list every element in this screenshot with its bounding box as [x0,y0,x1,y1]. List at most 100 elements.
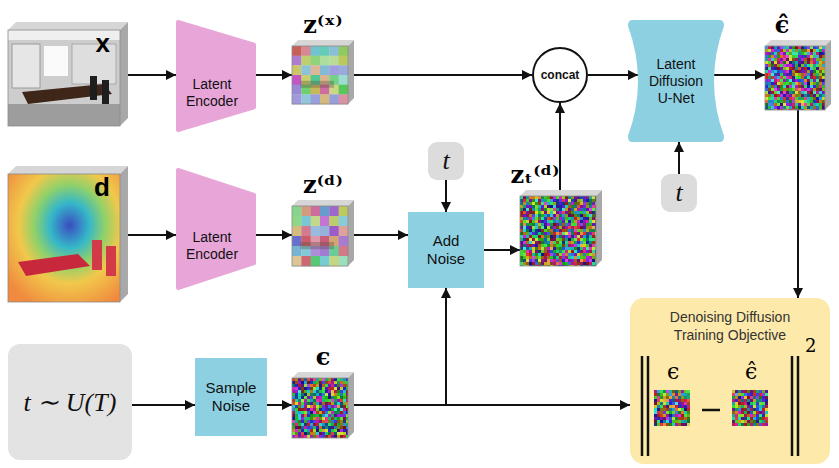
part-rect [807,103,810,106]
part-rect [774,85,777,88]
part-rect [765,61,768,64]
part-rect [795,79,798,82]
part-rect [571,241,574,244]
part-rect [771,73,774,76]
part-rect [523,208,526,211]
part-rect [301,94,311,104]
part-rect [565,262,568,265]
part-rect [813,76,816,79]
part-rect [559,241,562,244]
part-rect [343,420,346,423]
part-rect [819,70,822,73]
part-rect [538,253,541,256]
part-rect [777,55,780,58]
part-rect [795,67,798,70]
part-rect [771,70,774,73]
part-rect [577,226,580,229]
part-rect [529,199,532,202]
part-rect [744,423,747,426]
part-rect [295,390,298,393]
part-g [8,174,120,302]
part-rect [822,82,825,85]
part-rect [663,399,666,402]
part-rect [520,232,523,235]
part-rect [523,214,526,217]
part-rect [672,405,675,408]
part-g [732,390,768,426]
part-rect [768,97,771,100]
node-label: Latent Diffusion U-Net [644,56,708,107]
part-rect [343,411,346,414]
part-rect [804,76,807,79]
part-rect [565,247,568,250]
part-rect [580,259,583,262]
part-rect [798,76,801,79]
part-rect [571,253,574,256]
node-shape [292,372,354,438]
part-rect [529,259,532,262]
part-rect [316,432,319,435]
part-rect [565,226,568,229]
part-rect [292,46,302,56]
part-rect [316,411,319,414]
part-rect [316,423,319,426]
part-rect [819,52,822,55]
part-rect [298,390,301,393]
part-rect [292,94,302,104]
part-rect [657,420,660,423]
part-rect [304,417,307,420]
part-rect [340,429,343,432]
part-rect [756,414,759,417]
part-rect [325,393,328,396]
part-rect [819,58,822,61]
part-rect [320,216,330,226]
part-rect [666,411,669,414]
part-rect [553,229,556,232]
part-rect [819,85,822,88]
part-rect [298,387,301,390]
part-rect [580,214,583,217]
part-rect [340,423,343,426]
part-rect [678,414,681,417]
part-rect [765,399,768,402]
part-rect [298,417,301,420]
part-rect [320,206,330,216]
part-rect [343,417,346,420]
part-polygon [292,40,354,46]
part-rect [798,67,801,70]
part-rect [774,82,777,85]
part-rect [583,238,586,241]
part-rect [556,250,559,253]
part-rect [340,408,343,411]
part-rect [580,241,583,244]
part-rect [675,417,678,420]
part-rect [750,405,753,408]
part-rect [556,259,559,262]
part-rect [307,387,310,390]
part-rect [529,211,532,214]
part-rect [538,241,541,244]
part-rect [544,259,547,262]
part-rect [529,250,532,253]
part-rect [322,378,325,381]
part-rect [550,238,553,241]
part-rect [657,399,660,402]
part-rect [544,256,547,259]
part-rect [311,65,321,75]
part-rect [337,399,340,402]
part-polygon [596,190,602,266]
part-rect [777,70,780,73]
part-rect [672,396,675,399]
part-rect [331,393,334,396]
part-rect [526,226,529,229]
part-rect [523,238,526,241]
part-rect [816,73,819,76]
part-rect [741,414,744,417]
node-label: x [96,30,110,56]
part-rect [744,399,747,402]
part-rect [328,384,331,387]
part-rect [301,256,311,266]
part-rect [783,85,786,88]
part-rect [343,393,346,396]
